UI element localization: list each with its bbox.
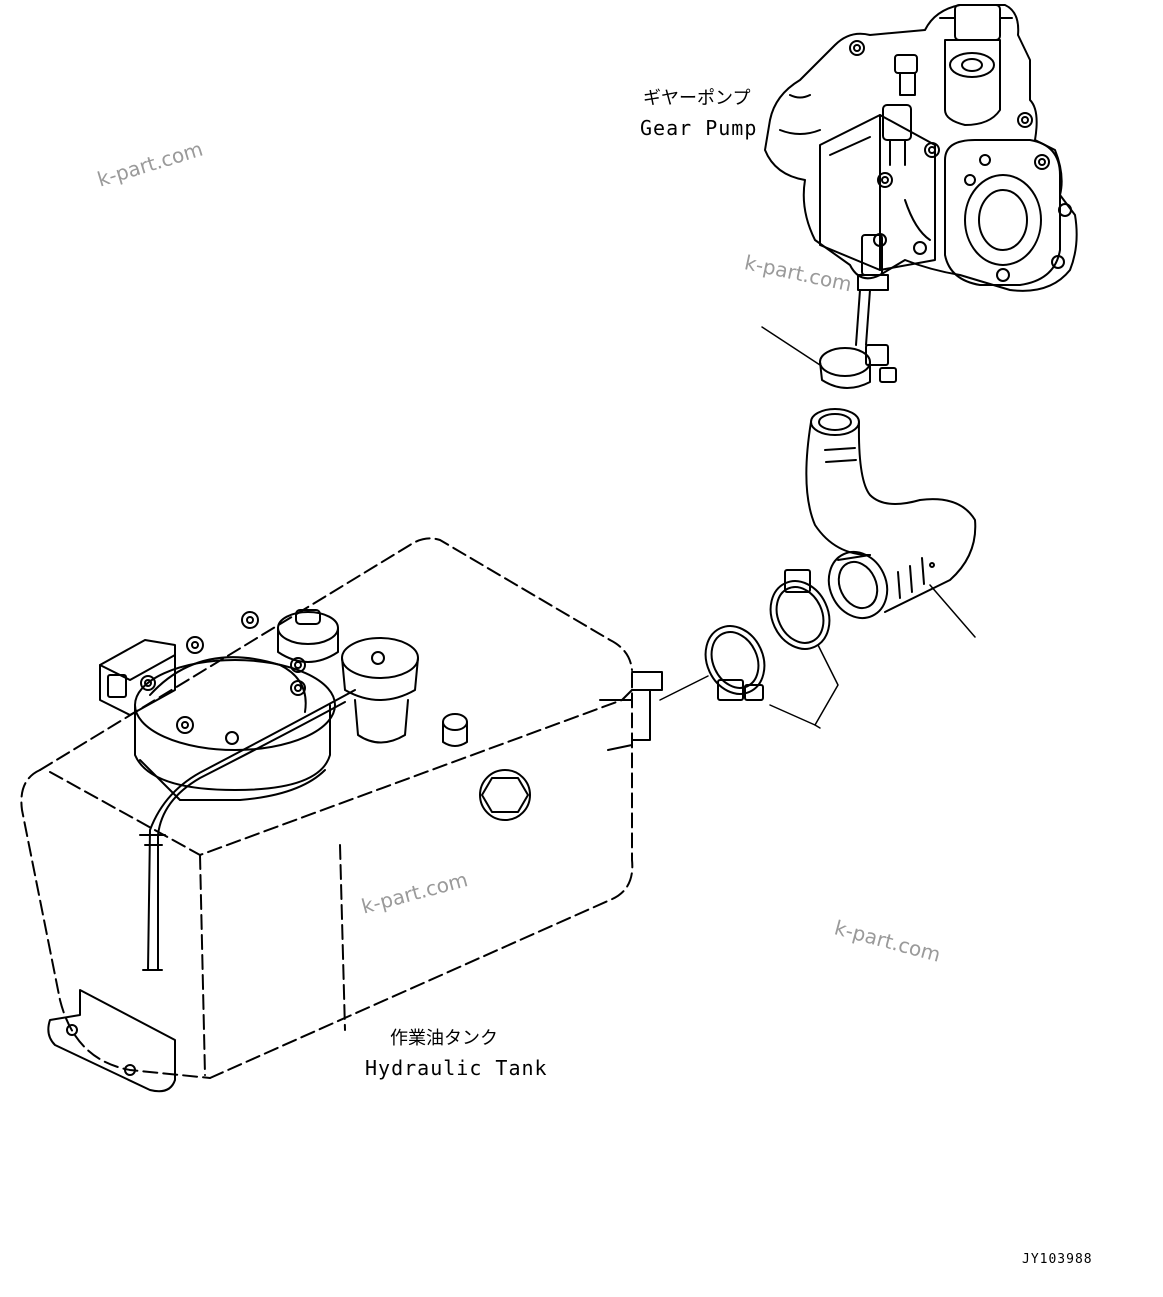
drawing-code: JY103988 xyxy=(1022,1252,1093,1267)
gear-pump-label-en: Gear Pump xyxy=(640,116,758,140)
leader-line-upper-clamp xyxy=(761,326,821,366)
leader-line-hose xyxy=(929,584,976,638)
leader-line-lower-clamps xyxy=(769,644,839,726)
hydraulic-tank-label-jp: 作業油タンク xyxy=(390,1028,498,1049)
suction-hose xyxy=(805,408,977,620)
upper-hose-clamp xyxy=(819,344,897,389)
gear-pump-illustration xyxy=(764,4,1078,346)
hydraulic-tank-label-en: Hydraulic Tank xyxy=(365,1056,548,1080)
gear-pump-label-jp: ギヤーポンプ xyxy=(643,88,751,109)
leader-line-tank-port xyxy=(659,675,709,701)
hydraulic-tank-illustration xyxy=(20,537,663,1093)
lower-hose-clamps xyxy=(704,569,831,701)
